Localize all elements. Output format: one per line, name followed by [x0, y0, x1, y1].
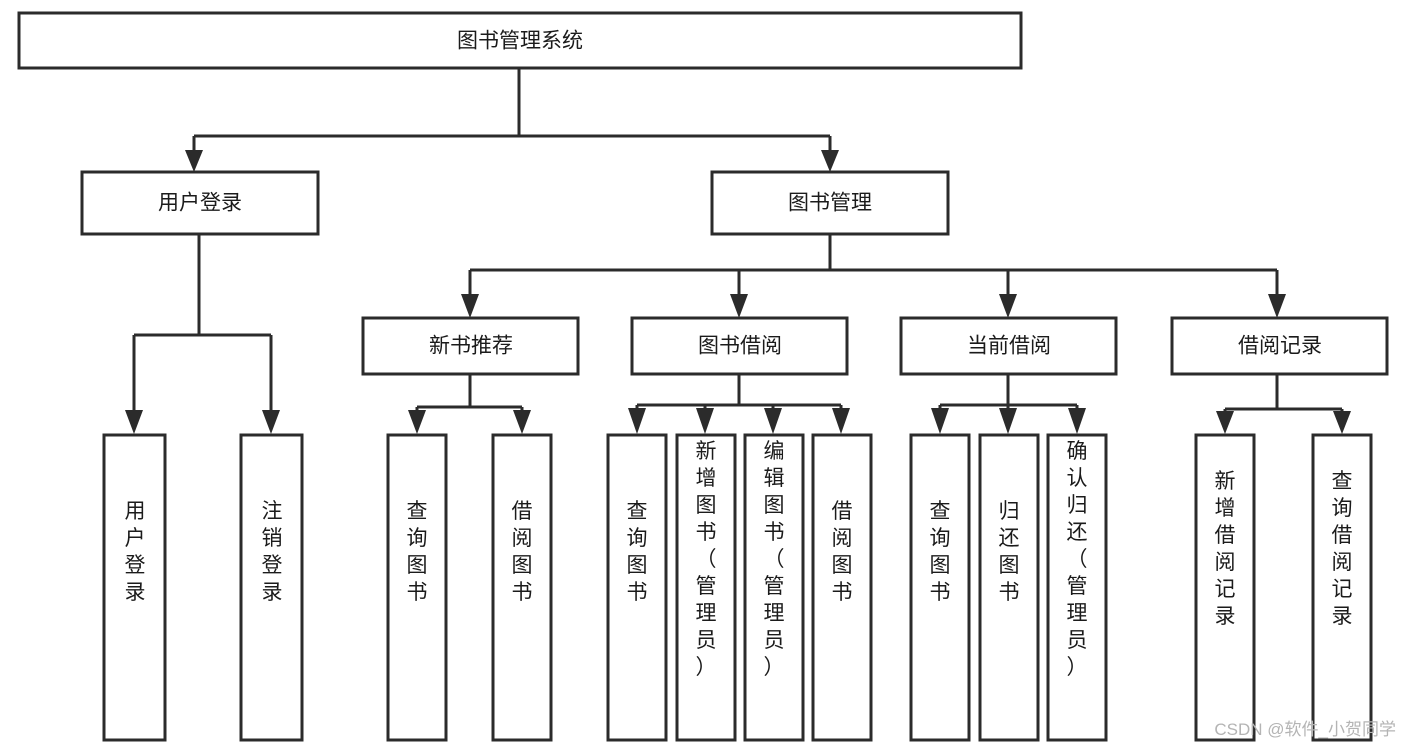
arrow-to-leaf-confirm-return-admin — [1068, 408, 1086, 434]
node-leaf-return-book-box[interactable] — [978, 433, 1040, 742]
node-new-book-recommend-label: 新书推荐 — [429, 335, 513, 358]
node-leaf-confirm-return-admin[interactable]: 确认归还（管理员） — [1046, 433, 1108, 742]
node-leaf-return-book[interactable]: 归还图书 — [978, 433, 1040, 742]
arrow-to-book-manage — [821, 150, 839, 172]
node-book-borrow[interactable]: 图书借阅 — [630, 316, 849, 376]
arrow-to-leaf-borrow-book-1 — [513, 410, 531, 434]
arrow-to-leaf-borrow-book-2 — [832, 408, 850, 434]
arrow-to-new-book-recommend — [461, 294, 479, 318]
node-leaf-edit-book-admin-label: 编辑图书（管理员） — [764, 440, 785, 679]
arrow-to-leaf-return-book — [999, 408, 1017, 434]
node-leaf-add-book-admin[interactable]: 新增图书（管理员） — [675, 433, 737, 742]
arrow-to-leaf-edit-book-admin — [764, 408, 782, 434]
node-root-box[interactable] — [17, 11, 1023, 70]
arrow-to-current-borrow — [999, 294, 1017, 318]
node-new-book-recommend-box[interactable] — [361, 316, 580, 376]
node-root-label: 图书管理系统 — [457, 30, 583, 53]
node-leaf-query-book-3-label: 查询图书 — [930, 500, 951, 604]
node-leaf-add-borrow-record-label: 新增借阅记录 — [1215, 470, 1236, 628]
node-leaf-query-borrow-record-label: 查询借阅记录 — [1332, 470, 1353, 628]
node-leaf-query-book-2-box[interactable] — [606, 433, 668, 742]
node-leaf-confirm-return-admin-label: 确认归还（管理员） — [1067, 440, 1088, 679]
arrow-to-leaf-add-book-admin — [696, 408, 714, 434]
node-user-login-box[interactable] — [80, 170, 320, 236]
node-leaf-edit-book-admin-box[interactable] — [743, 433, 805, 742]
node-leaf-query-book-1-box[interactable] — [386, 433, 448, 742]
node-leaf-borrow-book-1[interactable]: 借阅图书 — [491, 433, 553, 742]
node-leaf-user-login-label: 用户登录 — [125, 500, 146, 604]
node-leaf-borrow-book-1-box[interactable] — [491, 433, 553, 742]
node-leaf-query-borrow-record-box[interactable] — [1311, 433, 1373, 742]
node-leaf-user-login[interactable]: 用户登录 — [102, 433, 167, 742]
node-leaf-borrow-book-1-label: 借阅图书 — [512, 500, 533, 604]
node-book-manage-box[interactable] — [710, 170, 950, 236]
node-leaf-logout-login[interactable]: 注销登录 — [239, 433, 304, 742]
node-borrow-record-label: 借阅记录 — [1238, 335, 1322, 358]
arrow-to-leaf-add-borrow-record — [1216, 411, 1234, 434]
node-current-borrow-label: 当前借阅 — [967, 335, 1051, 358]
csdn-watermark: CSDN @软件_小贺同学 — [1214, 720, 1396, 739]
node-current-borrow[interactable]: 当前借阅 — [899, 316, 1118, 376]
node-leaf-logout-login-box[interactable] — [239, 433, 304, 742]
node-user-login[interactable]: 用户登录 — [80, 170, 320, 236]
node-leaf-edit-book-admin[interactable]: 编辑图书（管理员） — [743, 433, 805, 742]
node-leaf-query-book-2-label: 查询图书 — [627, 500, 648, 604]
arrow-to-leaf-query-book-2 — [628, 408, 646, 434]
node-leaf-add-book-admin-label: 新增图书（管理员） — [696, 440, 717, 679]
node-book-borrow-label: 图书借阅 — [698, 335, 782, 358]
arrow-to-leaf-logout-login — [262, 410, 280, 434]
node-leaf-add-borrow-record-box[interactable] — [1194, 433, 1256, 742]
node-leaf-query-book-1-label: 查询图书 — [407, 500, 428, 604]
node-borrow-record[interactable]: 借阅记录 — [1170, 316, 1389, 376]
arrow-to-book-borrow — [730, 294, 748, 318]
connector-layer — [125, 68, 1351, 434]
node-new-book-recommend[interactable]: 新书推荐 — [361, 316, 580, 376]
node-book-borrow-box[interactable] — [630, 316, 849, 376]
node-leaf-query-book-3[interactable]: 查询图书 — [909, 433, 971, 742]
node-leaf-borrow-book-2-label: 借阅图书 — [832, 500, 853, 604]
arrow-to-user-login — [185, 150, 203, 172]
arrow-to-leaf-query-book-3 — [931, 408, 949, 434]
node-leaf-logout-login-label: 注销登录 — [262, 500, 283, 604]
node-leaf-user-login-box[interactable] — [102, 433, 167, 742]
node-borrow-record-box[interactable] — [1170, 316, 1389, 376]
node-book-manage-label: 图书管理 — [788, 192, 872, 215]
node-leaf-query-book-3-box[interactable] — [909, 433, 971, 742]
node-leaf-query-book-2[interactable]: 查询图书 — [606, 433, 668, 742]
node-leaf-return-book-label: 归还图书 — [999, 500, 1020, 604]
node-leaf-add-borrow-record[interactable]: 新增借阅记录 — [1194, 433, 1256, 742]
node-book-manage[interactable]: 图书管理 — [710, 170, 950, 236]
arrow-to-leaf-query-borrow-record — [1333, 411, 1351, 434]
node-leaf-query-borrow-record[interactable]: 查询借阅记录 — [1311, 433, 1373, 742]
node-leaf-confirm-return-admin-box[interactable] — [1046, 433, 1108, 742]
node-user-login-label: 用户登录 — [158, 192, 242, 215]
node-leaf-borrow-book-2[interactable]: 借阅图书 — [811, 433, 873, 742]
arrow-to-borrow-record — [1268, 294, 1286, 318]
node-leaf-borrow-book-2-box[interactable] — [811, 433, 873, 742]
node-root[interactable]: 图书管理系统 — [17, 11, 1023, 70]
node-leaf-add-book-admin-box[interactable] — [675, 433, 737, 742]
arrow-to-leaf-query-book-1 — [408, 410, 426, 434]
node-leaf-query-book-1[interactable]: 查询图书 — [386, 433, 448, 742]
arrow-to-leaf-user-login — [125, 410, 143, 434]
node-current-borrow-box[interactable] — [899, 316, 1118, 376]
